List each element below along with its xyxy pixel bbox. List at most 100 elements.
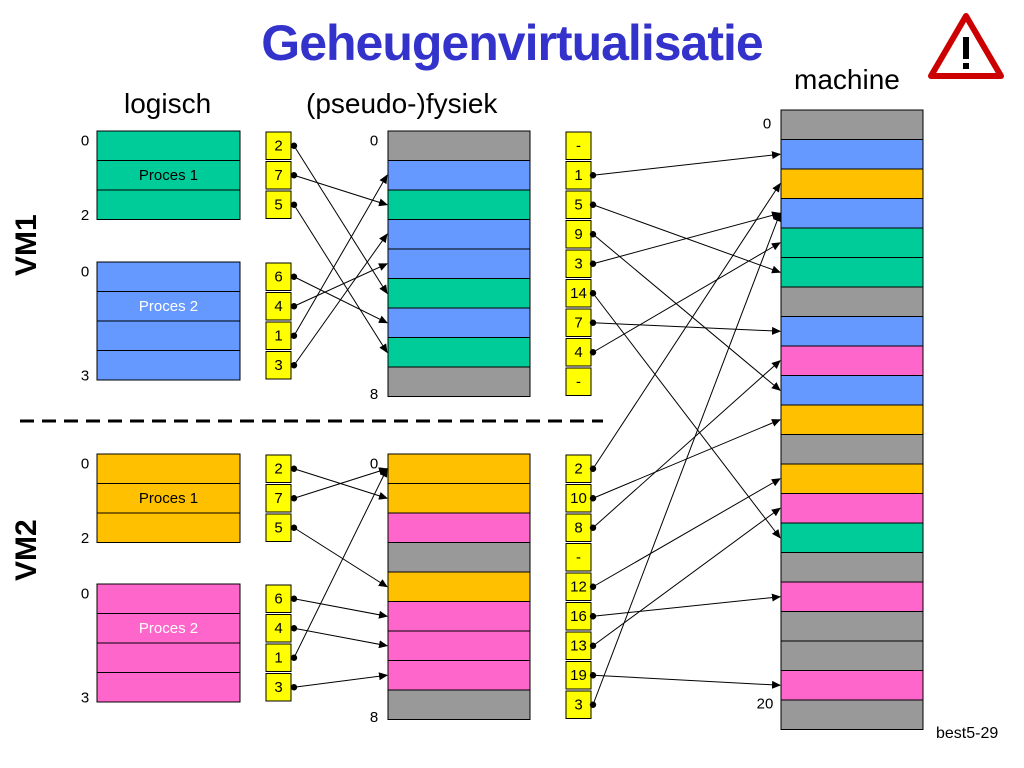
- machine-frame-6: [780, 286, 924, 317]
- vm1-map-cell-5: [565, 279, 592, 308]
- vm1-map-arrow-4: [592, 211, 781, 265]
- vm1-pseudo-frame-5: [387, 278, 531, 309]
- vm1-map-value-7: 4: [574, 344, 582, 361]
- vm1-pseudo-start-label: 0: [370, 133, 378, 150]
- vm2-process2-page-1: [96, 613, 241, 644]
- vm2-map-arrow-5: [592, 593, 781, 617]
- machine-end-label: 20: [757, 696, 774, 713]
- machine-frame-0: [780, 109, 924, 140]
- vm1-process2-end-label: 3: [81, 368, 89, 385]
- vm1-process2-table-cell-2: [265, 321, 292, 350]
- vm2-map-arrow-8: [592, 212, 781, 705]
- vm2-map-value-3: -: [576, 549, 581, 566]
- vm2-process2-table-value-0: 6: [274, 590, 282, 607]
- vm2-pseudo-frame-8: [387, 689, 531, 720]
- vm2-process1-table-arrow-2: [293, 527, 388, 588]
- vm2-pseudo-frame-1: [387, 483, 531, 514]
- machine-frame-20: [780, 699, 924, 730]
- vm2-map-arrow-2: [592, 360, 781, 529]
- vm2-map-value-4: 12: [570, 578, 587, 595]
- vm1-map-cell-8: [565, 367, 592, 396]
- machine-frame-3: [780, 198, 924, 229]
- vm1-map-arrow-1: [592, 151, 781, 176]
- vm1-process1-table-arrow-2: [293, 204, 388, 354]
- vm2-pseudo-frame-4: [387, 571, 531, 602]
- vm1-map-arrow-7: [592, 242, 781, 353]
- logical-label: logisch: [124, 88, 212, 119]
- vm1-map-value-2: 5: [574, 196, 582, 213]
- vm2-pseudo-frame-5: [387, 601, 531, 632]
- vm2-map-cell-1: [565, 484, 592, 513]
- vm2-map-value-0: 2: [574, 460, 582, 477]
- vm2-map-arrow-6: [592, 507, 781, 647]
- vm1-pseudo-frame-3: [387, 219, 531, 250]
- vm1-pseudo-frame-8: [387, 366, 531, 397]
- vm1-process1-table-cell-1: [265, 161, 292, 190]
- vm1-map-value-5: 14: [570, 285, 587, 302]
- vm1-map-cell-0: [565, 131, 592, 160]
- machine-frame-16: [780, 581, 924, 612]
- vm2-pseudo-frame-7: [387, 660, 531, 691]
- vm1-pseudo-end-label: 8: [370, 386, 378, 403]
- vm1-map-cell-6: [565, 308, 592, 337]
- vm1-process1-table-value-0: 2: [274, 137, 282, 154]
- vm2-process1-table-arrow-1: [293, 467, 388, 499]
- vm2-map-cell-8: [565, 690, 592, 719]
- vm2-map-cell-6: [565, 631, 592, 660]
- vm1-map-value-4: 3: [574, 255, 582, 272]
- vm2-process1-table-value-1: 7: [274, 490, 282, 507]
- machine-frame-2: [780, 168, 924, 199]
- vm1-process2-table-value-1: 4: [274, 298, 282, 315]
- vm2-pseudo-end-label: 8: [370, 709, 378, 726]
- vm1-process1-name: Proces 1: [139, 167, 198, 184]
- machine-start-label: 0: [763, 116, 771, 133]
- vm2-process2-table-value-1: 4: [274, 620, 282, 637]
- vm1-map-value-1: 1: [574, 167, 582, 184]
- vm2-process1-page-0: [96, 453, 241, 484]
- vm2-map-value-2: 8: [574, 519, 582, 536]
- machine-frame-10: [780, 404, 924, 435]
- page-title: Geheugenvirtualisatie: [261, 15, 763, 71]
- vm1-process2-table-value-3: 3: [274, 357, 282, 374]
- vm2-process1-name: Proces 1: [139, 490, 198, 507]
- vm2-map-value-7: 19: [570, 667, 587, 684]
- vm1-map-value-8: -: [576, 373, 581, 390]
- vm2-map-value-1: 10: [570, 490, 587, 507]
- machine-frame-18: [780, 640, 924, 671]
- vm2-process1-table-value-2: 5: [274, 519, 282, 536]
- vm2-map-cell-2: [565, 513, 592, 542]
- vm2-process2-table-arrow-3: [293, 672, 388, 688]
- vm1-map-cell-1: [565, 161, 592, 190]
- vm2-process2-table-value-3: 3: [274, 679, 282, 696]
- vm2-process2-table-arrow-1: [293, 627, 388, 649]
- vm1-pseudo-frame-4: [387, 248, 531, 279]
- machine-frame-15: [780, 552, 924, 583]
- vm2-process1-start-label: 0: [81, 456, 89, 473]
- vm2-process2-table-cell-0: [265, 584, 292, 613]
- machine-frame-17: [780, 611, 924, 642]
- vm2-process2-page-2: [96, 642, 241, 673]
- machine-frame-4: [780, 227, 924, 258]
- vm1-map-cell-3: [565, 220, 592, 249]
- vm1-process2-page-3: [96, 350, 241, 381]
- vm1-process1-table-cell-0: [265, 131, 292, 160]
- vm1-pseudo-frame-0: [387, 130, 531, 161]
- vm2-map-arrow-4: [592, 478, 781, 588]
- vm2-map-value-5: 16: [570, 608, 587, 625]
- vm2-pseudo-frame-6: [387, 630, 531, 661]
- vm2-map-arrow-0: [592, 182, 781, 470]
- vm1-process1-page-0: [96, 130, 241, 161]
- vm2-process2-page-0: [96, 583, 241, 614]
- vm1-process2-table-arrow-1: [293, 263, 388, 307]
- pseudo-physical-label: (pseudo-)fysiek: [306, 88, 498, 119]
- vm2-pseudo-start-label: 0: [370, 456, 378, 473]
- vm1-process2-table-arrow-2: [293, 174, 388, 337]
- vm1-process2-table-arrow-3: [293, 233, 388, 366]
- machine-frame-5: [780, 257, 924, 288]
- machine-frame-14: [780, 522, 924, 553]
- vm2-map-cell-3: [565, 543, 592, 572]
- machine-frame-7: [780, 316, 924, 347]
- slide-number: best5-29: [936, 725, 999, 742]
- vm1-process2-page-0: [96, 261, 241, 292]
